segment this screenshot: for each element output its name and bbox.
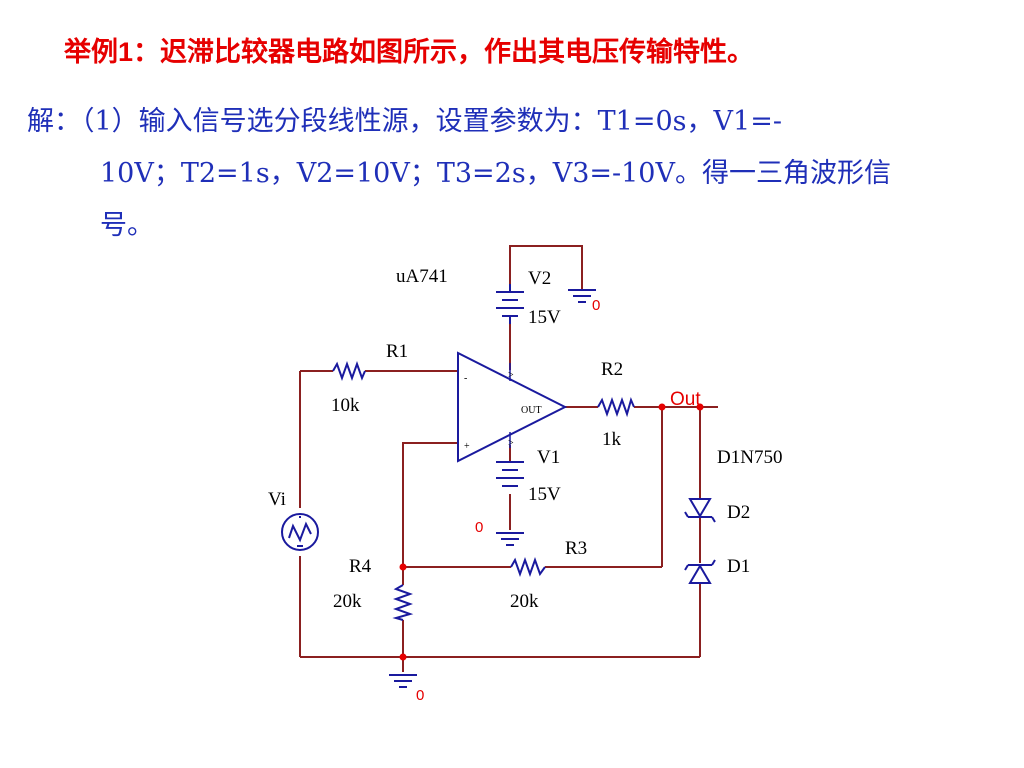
out-label: Out [670, 389, 701, 410]
opamp-bottom-pin-mark: > [508, 438, 514, 449]
vi-name-label: Vi [268, 489, 286, 510]
r1-value-label: 10k [331, 395, 360, 416]
wires [299, 245, 718, 672]
battery-v2 [496, 284, 524, 324]
resistor-r3 [510, 557, 546, 577]
example-label: 举例1： [64, 37, 161, 67]
opamp-minus-label: - [464, 373, 467, 384]
node-out [658, 403, 666, 411]
wire-v2-top [509, 245, 583, 290]
title-text: 迟滞比较器电路如图所示，作出其电压传输特性。 [160, 37, 755, 68]
r1-name-label: R1 [386, 341, 408, 362]
node-out-right [696, 403, 704, 411]
ground-main [389, 674, 417, 688]
r4-value-label: 20k [333, 591, 362, 612]
battery-v1 [496, 461, 524, 487]
solution-line-3: 号。 [100, 210, 154, 241]
diode-d2 [684, 498, 716, 523]
slide-title: 举例1：迟滞比较器电路如图所示，作出其电压传输特性。 [64, 30, 754, 69]
node-bottom [399, 653, 407, 661]
opamp-out-label: OUT [521, 405, 542, 416]
opamp: - + OUT > > [457, 351, 568, 463]
solution-line-1: 解：（1）输入信号选分段线性源，设置参数为：T1=0s，V1=- [27, 106, 782, 137]
node-r4-top [399, 563, 407, 571]
main-ground-label: 0 [416, 687, 424, 704]
resistor-r1 [332, 361, 366, 381]
resistor-r4 [392, 584, 414, 621]
resistor-r2 [597, 397, 635, 418]
ground-v1 [496, 532, 524, 546]
diode-model-label: D1N750 [717, 447, 782, 468]
v1-ground-label: 0 [475, 519, 483, 536]
d1-name-label: D1 [727, 556, 750, 577]
wire-plus-input [402, 442, 458, 567]
v2-value-label: 15V [528, 307, 561, 328]
r3-value-label: 20k [510, 591, 539, 612]
junction-nodes [399, 403, 704, 661]
solution-line-2: 10V；T2=1s，V2=10V；T3=2s，V3=-10V。得一三角波形信 [100, 158, 891, 189]
r3-name-label: R3 [565, 538, 587, 559]
opamp-model-label: uA741 [396, 266, 448, 287]
ground-v2 [568, 289, 596, 303]
opamp-top-pin-mark: > [508, 370, 514, 381]
diode-d1 [684, 559, 716, 584]
v1-name-label: V1 [537, 447, 560, 468]
opamp-plus-label: + [464, 441, 470, 452]
r2-name-label: R2 [601, 359, 623, 380]
r4-name-label: R4 [349, 556, 372, 577]
r2-value-label: 1k [602, 429, 622, 450]
opamp-body [457, 351, 568, 463]
v2-ground-label: 0 [592, 297, 600, 314]
v2-name-label: V2 [528, 268, 551, 289]
d2-name-label: D2 [727, 502, 750, 523]
v1-value-label: 15V [528, 484, 561, 505]
source-vi [281, 513, 319, 551]
